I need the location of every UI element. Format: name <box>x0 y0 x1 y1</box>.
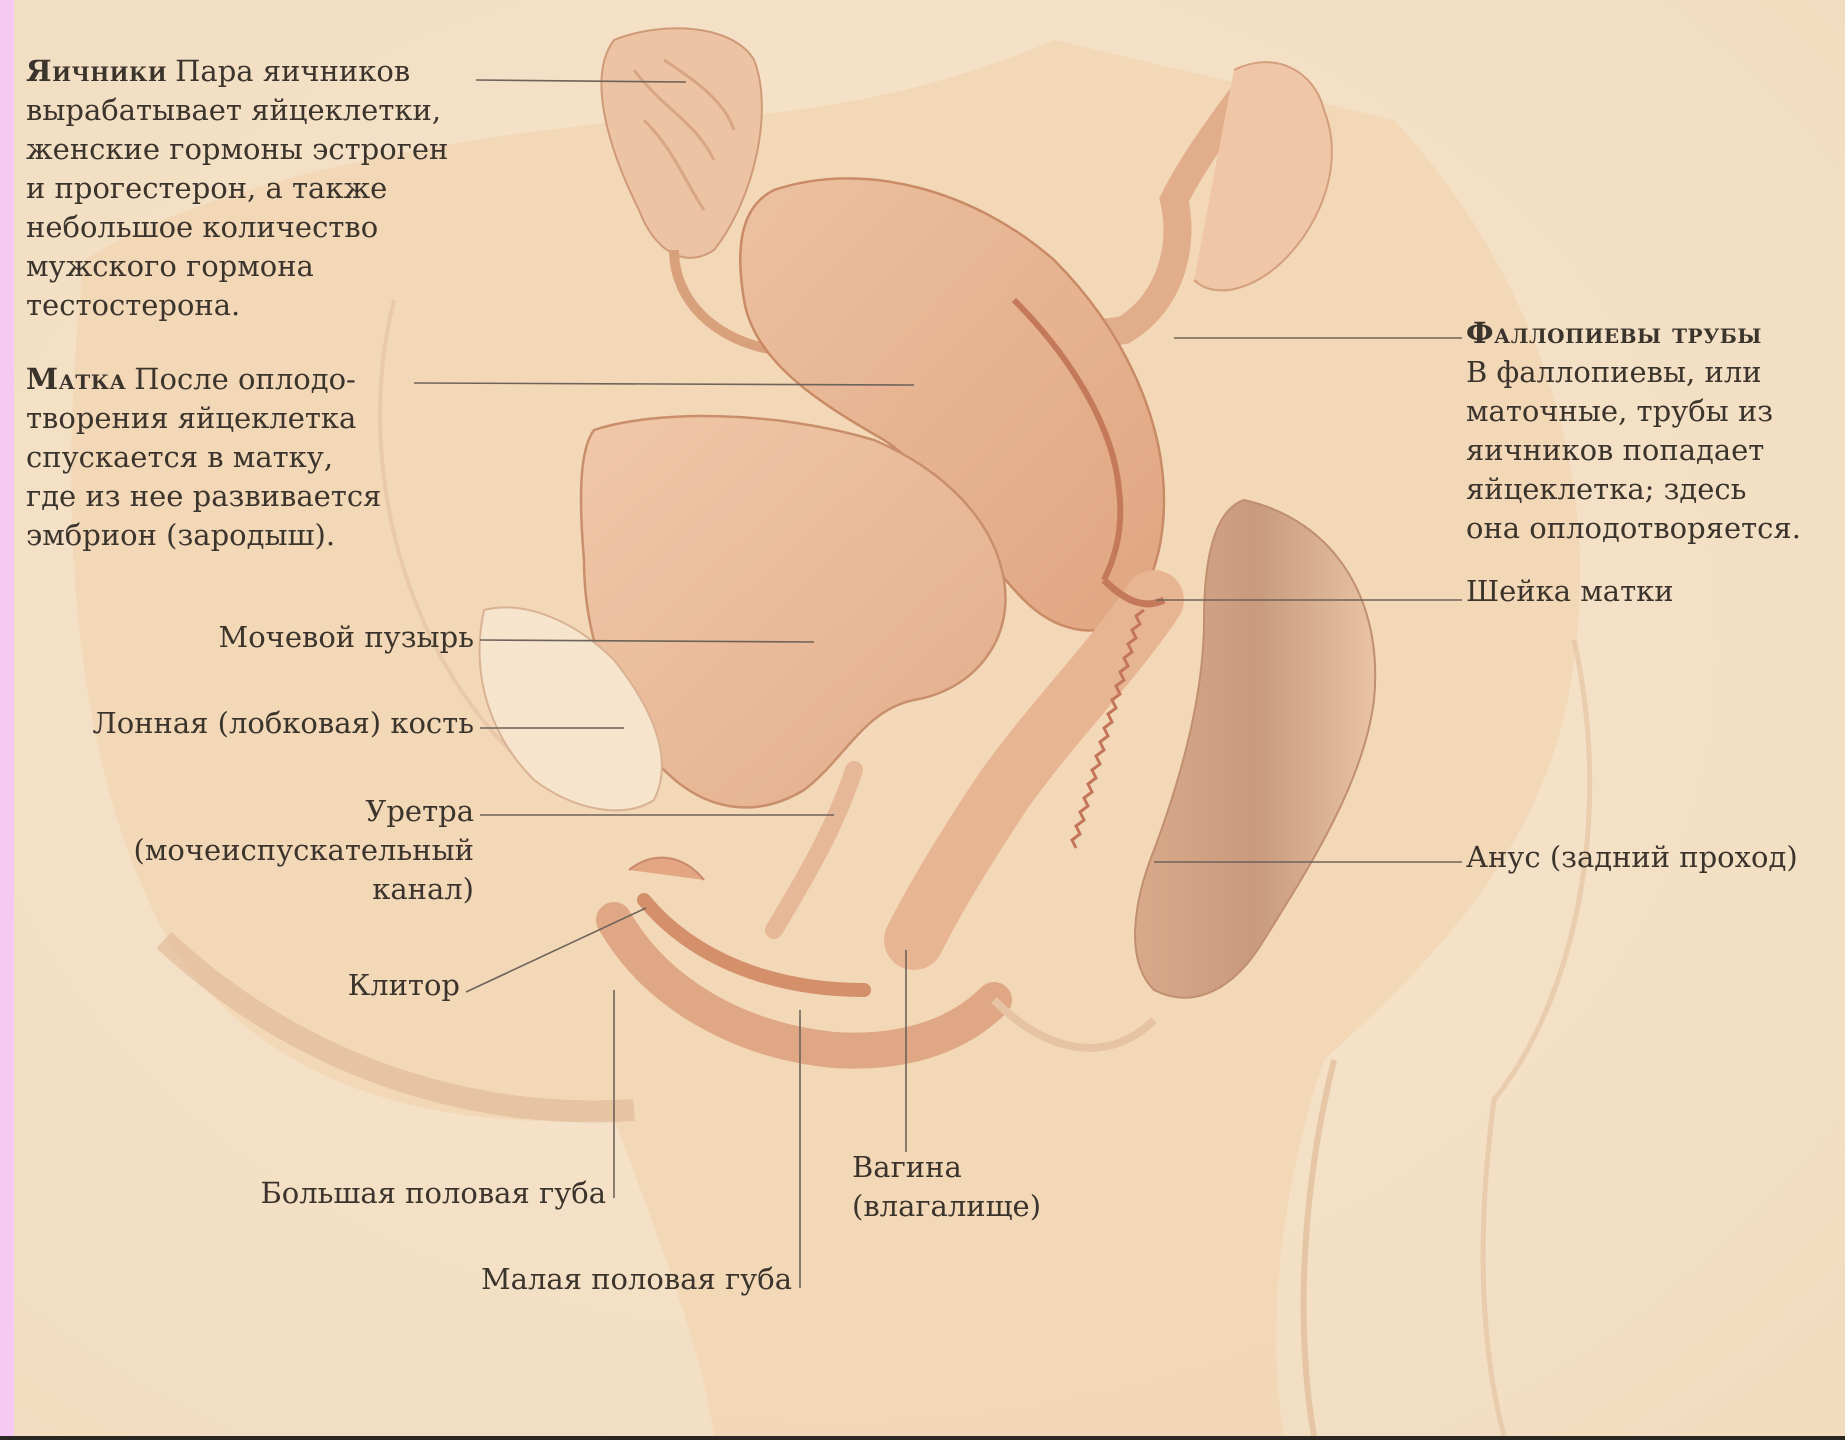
label-fallopian-heading: Фаллопиевы трубы <box>1466 314 1793 353</box>
label-fallopian: Фаллопиевы трубы В фаллопиевы, или маточ… <box>1466 314 1801 548</box>
label-ovaries-line: и прогестерон, а также <box>26 169 448 208</box>
label-vagina: Вагина (влагалище) <box>852 1148 1041 1226</box>
label-ovaries-line: тестостерона. <box>26 286 448 325</box>
label-ovaries-line: мужского гормона <box>26 247 448 286</box>
label-ovaries-heading: Яичники <box>26 54 167 88</box>
label-labia-minora: Малая половая губа <box>481 1260 792 1299</box>
label-uterus-heading: Матка <box>26 362 126 396</box>
label-vagina-line: Вагина <box>852 1148 1041 1187</box>
label-vagina-line: (влагалище) <box>852 1187 1041 1226</box>
label-anus: Анус (задний проход) <box>1466 838 1798 877</box>
label-urethra-line: Уретра <box>134 792 474 831</box>
label-urethra-line: (мочеиспускательный <box>134 831 474 870</box>
label-uterus-line: эмбрион (зародыш). <box>26 516 381 555</box>
label-urethra-line: канал) <box>134 870 474 909</box>
label-ovaries: ЯичникиПара яичников вырабатывает яйцекл… <box>26 52 448 325</box>
label-fallopian-line: маточные, трубы из <box>1466 392 1801 431</box>
label-fallopian-line: она оплодотворяется. <box>1466 509 1801 548</box>
label-ovaries-line: небольшое количество <box>26 208 448 247</box>
label-urethra: Уретра (мочеиспускательный канал) <box>134 792 474 909</box>
label-clitoris: Клитор <box>348 966 460 1005</box>
bottom-border <box>0 1436 1845 1440</box>
label-fallopian-line: яичников попадает <box>1466 431 1801 470</box>
anatomy-illustration: ЯичникиПара яичников вырабатывает яйцекл… <box>14 0 1845 1436</box>
label-labia-majora: Большая половая губа <box>260 1174 606 1213</box>
label-ovaries-line: вырабатывает яйцеклетки, <box>26 91 448 130</box>
label-ovaries-line: женские гормоны эстроген <box>26 130 448 169</box>
label-fallopian-line: В фаллопиевы, или <box>1466 353 1801 392</box>
label-uterus-line: где из нее развивается <box>26 477 381 516</box>
label-uterus-line: творения яйцеклетка <box>26 399 381 438</box>
label-fallopian-line: яйцеклетка; здесь <box>1466 470 1801 509</box>
label-uterus-line: спускается в матку, <box>26 438 381 477</box>
label-ovaries-line: Пара яичников <box>175 54 410 88</box>
label-bladder: Мочевой пузырь <box>219 618 474 657</box>
label-uterus-line: После оплодо- <box>134 362 356 396</box>
label-cervix: Шейка матки <box>1466 572 1674 611</box>
label-uterus: МаткаПосле оплодо- творения яйцеклетка с… <box>26 360 381 555</box>
label-pubic-bone: Лонная (лобковая) кость <box>93 704 474 743</box>
